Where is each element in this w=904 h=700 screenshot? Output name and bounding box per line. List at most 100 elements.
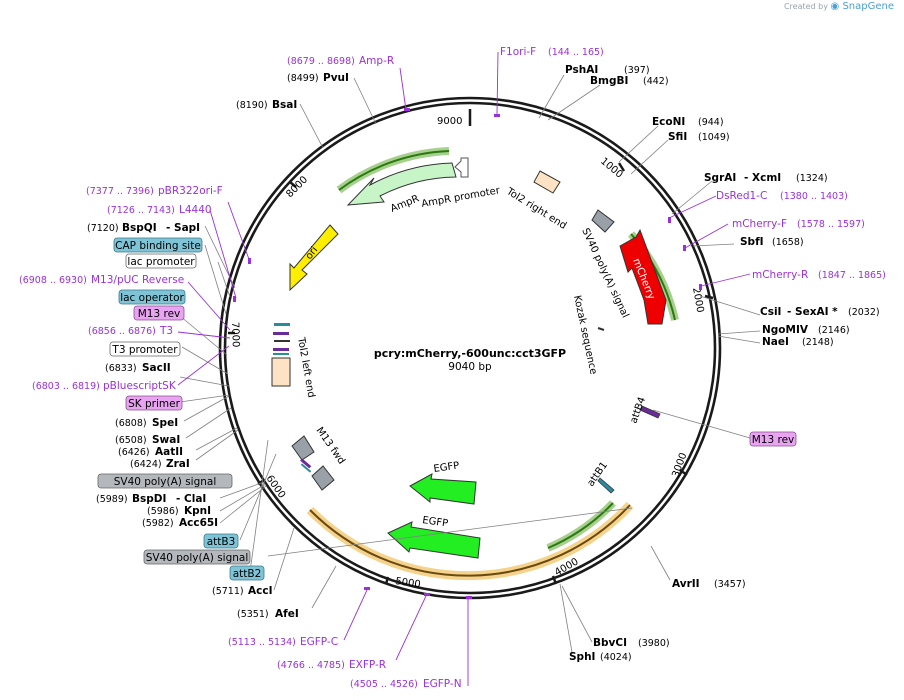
lac-promoter-label: lac promoter [127,256,195,268]
enzyme-bspdi-pos: (5989) [96,494,128,505]
primer-m13puc[interactable]: M13/pUC Reverse [91,274,184,286]
enzyme-afei[interactable]: AfeI [275,608,299,620]
enzyme-sexai[interactable]: - SexAI * [787,306,838,318]
tick-2000: 2000 [690,287,705,314]
primer-pbluescript[interactable]: pBluescriptSK [103,380,177,392]
sv40-a-label: SV40 poly(A) signal [114,476,217,488]
attb2-box[interactable] [229,565,265,581]
feature-arcs [306,147,679,581]
enzyme-ngomiv[interactable]: NgoMIV [762,324,809,336]
enzyme-sbfi[interactable]: SbfI [740,236,764,248]
primer-ampr[interactable]: Amp-R [359,55,394,67]
lac-operator-box[interactable] [118,289,186,305]
kozak-mark [597,327,605,331]
primer-pbr322-pos: (7377 .. 7396) [86,186,154,197]
sk-primer-box[interactable] [125,395,183,411]
enzyme-naei-pos: (2148) [802,337,834,348]
sk-primer-label: SK primer [128,398,180,410]
enzyme-econi[interactable]: EcoNI [652,116,685,128]
primer-f1ori[interactable]: F1ori-F [500,46,536,58]
tol2-right-label: Tol2 right end [504,186,569,232]
primer-exfpr[interactable]: EXFP-R [349,659,386,671]
primer-pbr322[interactable]: pBR322ori-F [158,185,223,197]
feature-attb4 [639,405,661,419]
t3-promoter-label: T3 promoter [111,344,178,356]
enzyme-econi-pos: (944) [698,117,724,128]
kozak-label: Kozak sequence [571,294,599,375]
enzyme-naei[interactable]: NaeI [762,336,789,348]
enzyme-swai[interactable]: SwaI [152,434,180,446]
ampr-label: AmpR [389,193,421,214]
enzyme-acc65i[interactable]: Acc65I [179,517,218,529]
enzyme-sapi[interactable]: - SapI [166,222,200,234]
tick-1000: 1000 [598,156,625,181]
enzyme-sgrai-pos: (1324) [796,173,828,184]
enzyme-bspdi[interactable]: BspDI [132,493,166,505]
enzyme-spei[interactable]: SpeI [152,417,178,429]
snapgene-logo: ◉ SnapGene [830,1,894,12]
feature-attb1 [597,477,615,494]
enzyme-bbvci-pos: (3980) [638,638,670,649]
snapgene-credit: Created by ◉ SnapGene [784,1,894,12]
enzyme-bmgbi[interactable]: BmgBI [590,75,628,87]
enzyme-bbvci[interactable]: BbvCI [593,637,627,649]
m13-fwd-label: M13 fwd [314,425,347,466]
feature-sv40-left [291,435,335,491]
primer-l4440[interactable]: L4440 [179,204,212,216]
lac-promoter-box[interactable] [125,253,197,269]
enzyme-pvui[interactable]: PvuI [323,72,349,84]
feature-ori [289,224,339,292]
scale-ticks [228,109,714,585]
primer-mcherryf[interactable]: mCherry-F [732,218,787,230]
enzyme-sfii[interactable]: SfiI [668,131,687,143]
primer-t3[interactable]: T3 [159,325,173,337]
enzyme-ngomiv-pos: (2146) [818,325,850,336]
enzyme-aatii[interactable]: AatII [155,446,183,458]
t3-promoter-box[interactable] [109,341,181,357]
enzyme-pshai[interactable]: PshAI [565,64,598,76]
enzyme-pshai-pos: (397) [624,65,650,76]
attb3-box[interactable] [203,533,239,549]
credit-prefix: Created by [783,2,828,11]
primer-dsred[interactable]: DsRed1-C [716,190,767,202]
primer-dsred-pos: (1380 .. 1403) [780,191,848,202]
sv40-b-box[interactable] [143,549,251,565]
primer-mcherryr[interactable]: mCherry-R [752,269,808,281]
enzyme-zrai[interactable]: ZraI [166,458,190,470]
attb3-label: attB3 [207,536,236,548]
enzyme-sacii[interactable]: SacII [142,362,171,374]
enzyme-avrii[interactable]: AvrII [672,578,700,590]
enzyme-sbfi-pos: (1658) [772,237,804,248]
enzyme-acci[interactable]: AccI [248,585,272,597]
enzyme-bmgbi-pos: (442) [643,76,669,87]
credit-brand: SnapGene [842,1,894,12]
enzyme-kpni-pos: (5986) [147,506,179,517]
enzyme-bspqi[interactable]: BspQI [122,222,157,234]
enzyme-pvui-pos: (8499) [287,73,319,84]
primer-ampr-pos: (8679 .. 8698) [287,56,355,67]
primer-f1ori-pos: (144 .. 165) [548,47,604,58]
m13-rev-left-box[interactable] [133,305,185,321]
cap-binding-box[interactable] [113,237,203,253]
enzyme-bsai[interactable]: BsaI [272,99,297,111]
sv40-a-box[interactable] [97,473,233,489]
primer-lines [177,51,751,686]
primer-egfpc[interactable]: EGFP-C [300,636,338,648]
enzyme-aatii-pos: (6426) [118,447,150,458]
feature-ampr [346,162,457,206]
enzyme-sfii-pos: (1049) [698,132,730,143]
egfp-2-label: EGFP [422,515,449,529]
enzyme-sphi[interactable]: SphI [569,651,595,663]
feature-tol2-left [271,323,291,387]
enzyme-afei-pos: (5351) [237,609,269,620]
leader-lines [179,74,761,653]
primer-egfpn[interactable]: EGFP-N [423,678,462,690]
enzyme-kpni[interactable]: KpnI [184,505,211,517]
enzyme-sgrai[interactable]: SgrAI [704,172,736,184]
enzyme-clai[interactable]: - ClaI [176,493,206,505]
enzyme-csii[interactable]: CsiI [760,306,781,318]
enzyme-xcmi[interactable]: - XcmI [744,172,781,184]
m13-rev-right-box[interactable] [749,431,797,447]
m13-rev-left-label: M13 rev [138,308,181,320]
